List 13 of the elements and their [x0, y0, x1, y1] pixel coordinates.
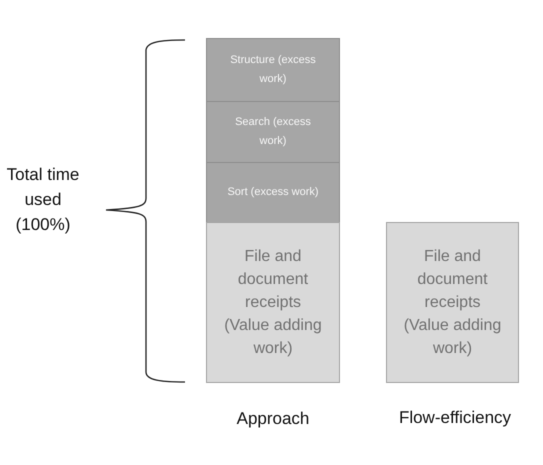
segment-label: Search (excess work) — [234, 115, 312, 149]
value-adding-box — [206, 222, 340, 383]
segment-label: Structure (excess work) — [229, 53, 317, 87]
excess-work-segment — [206, 101, 340, 163]
column-label: Approach — [236, 408, 310, 430]
brace-label: Total time used (100%) — [6, 164, 80, 236]
segment-label: File and document receipts (Value adding work) — [223, 247, 323, 359]
excess-work-segment — [206, 162, 340, 223]
value-adding-box — [386, 222, 519, 383]
excess-work-segment — [206, 38, 340, 102]
segment-label: Sort (excess work) — [227, 185, 319, 200]
column-label: Flow-efficiency — [398, 407, 512, 429]
segment-label: File and document receipts (Value adding work) — [402, 247, 502, 359]
